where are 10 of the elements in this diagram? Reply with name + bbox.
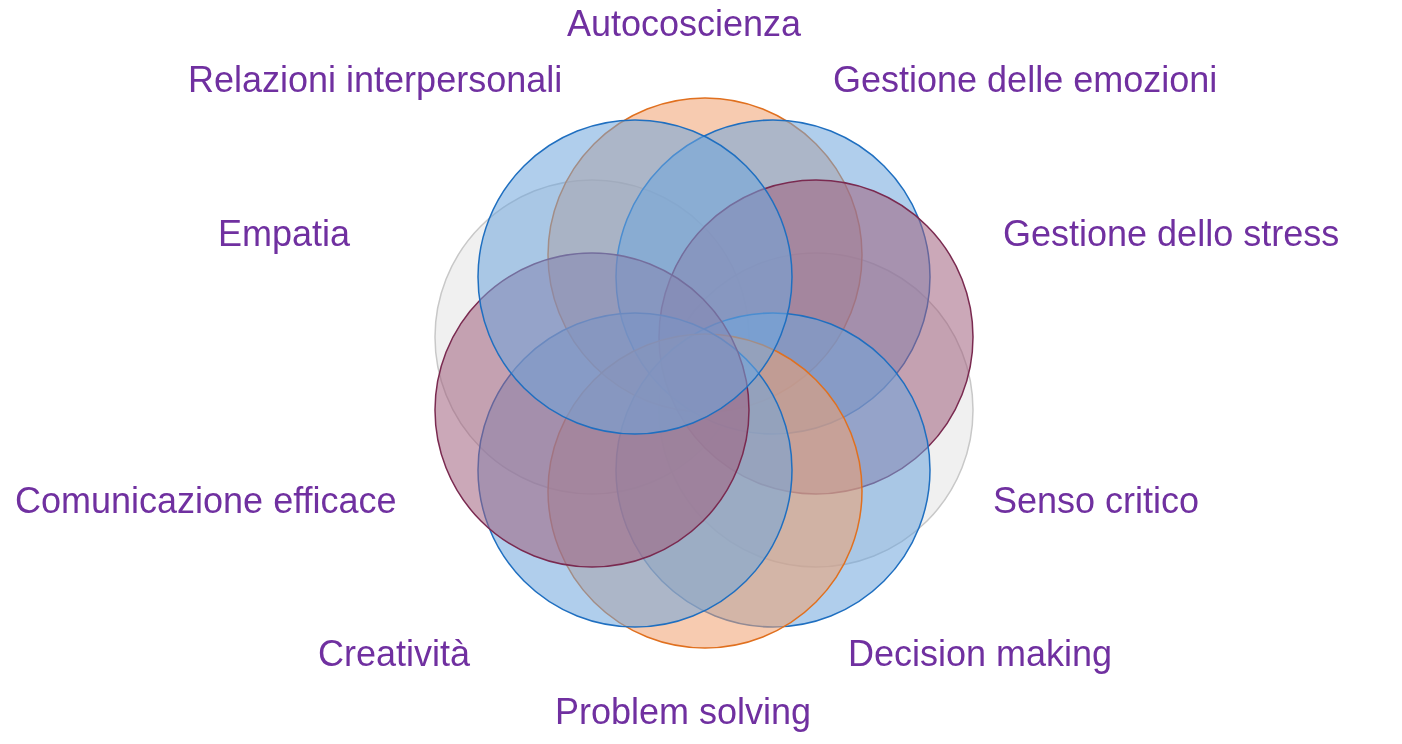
skill-label: Decision making bbox=[848, 636, 1113, 672]
skill-label: Gestione delle emozioni bbox=[833, 62, 1218, 98]
skill-label: Creatività bbox=[318, 636, 471, 672]
skill-label: Senso critico bbox=[993, 483, 1200, 519]
skill-label: Gestione dello stress bbox=[1003, 216, 1340, 252]
skill-label: Autocoscienza bbox=[567, 6, 802, 42]
skill-label: Comunicazione efficace bbox=[15, 483, 397, 519]
skill-label: Empatia bbox=[218, 216, 351, 252]
skill-label: Problem solving bbox=[555, 694, 812, 730]
skill-label: Relazioni interpersonali bbox=[188, 62, 563, 98]
